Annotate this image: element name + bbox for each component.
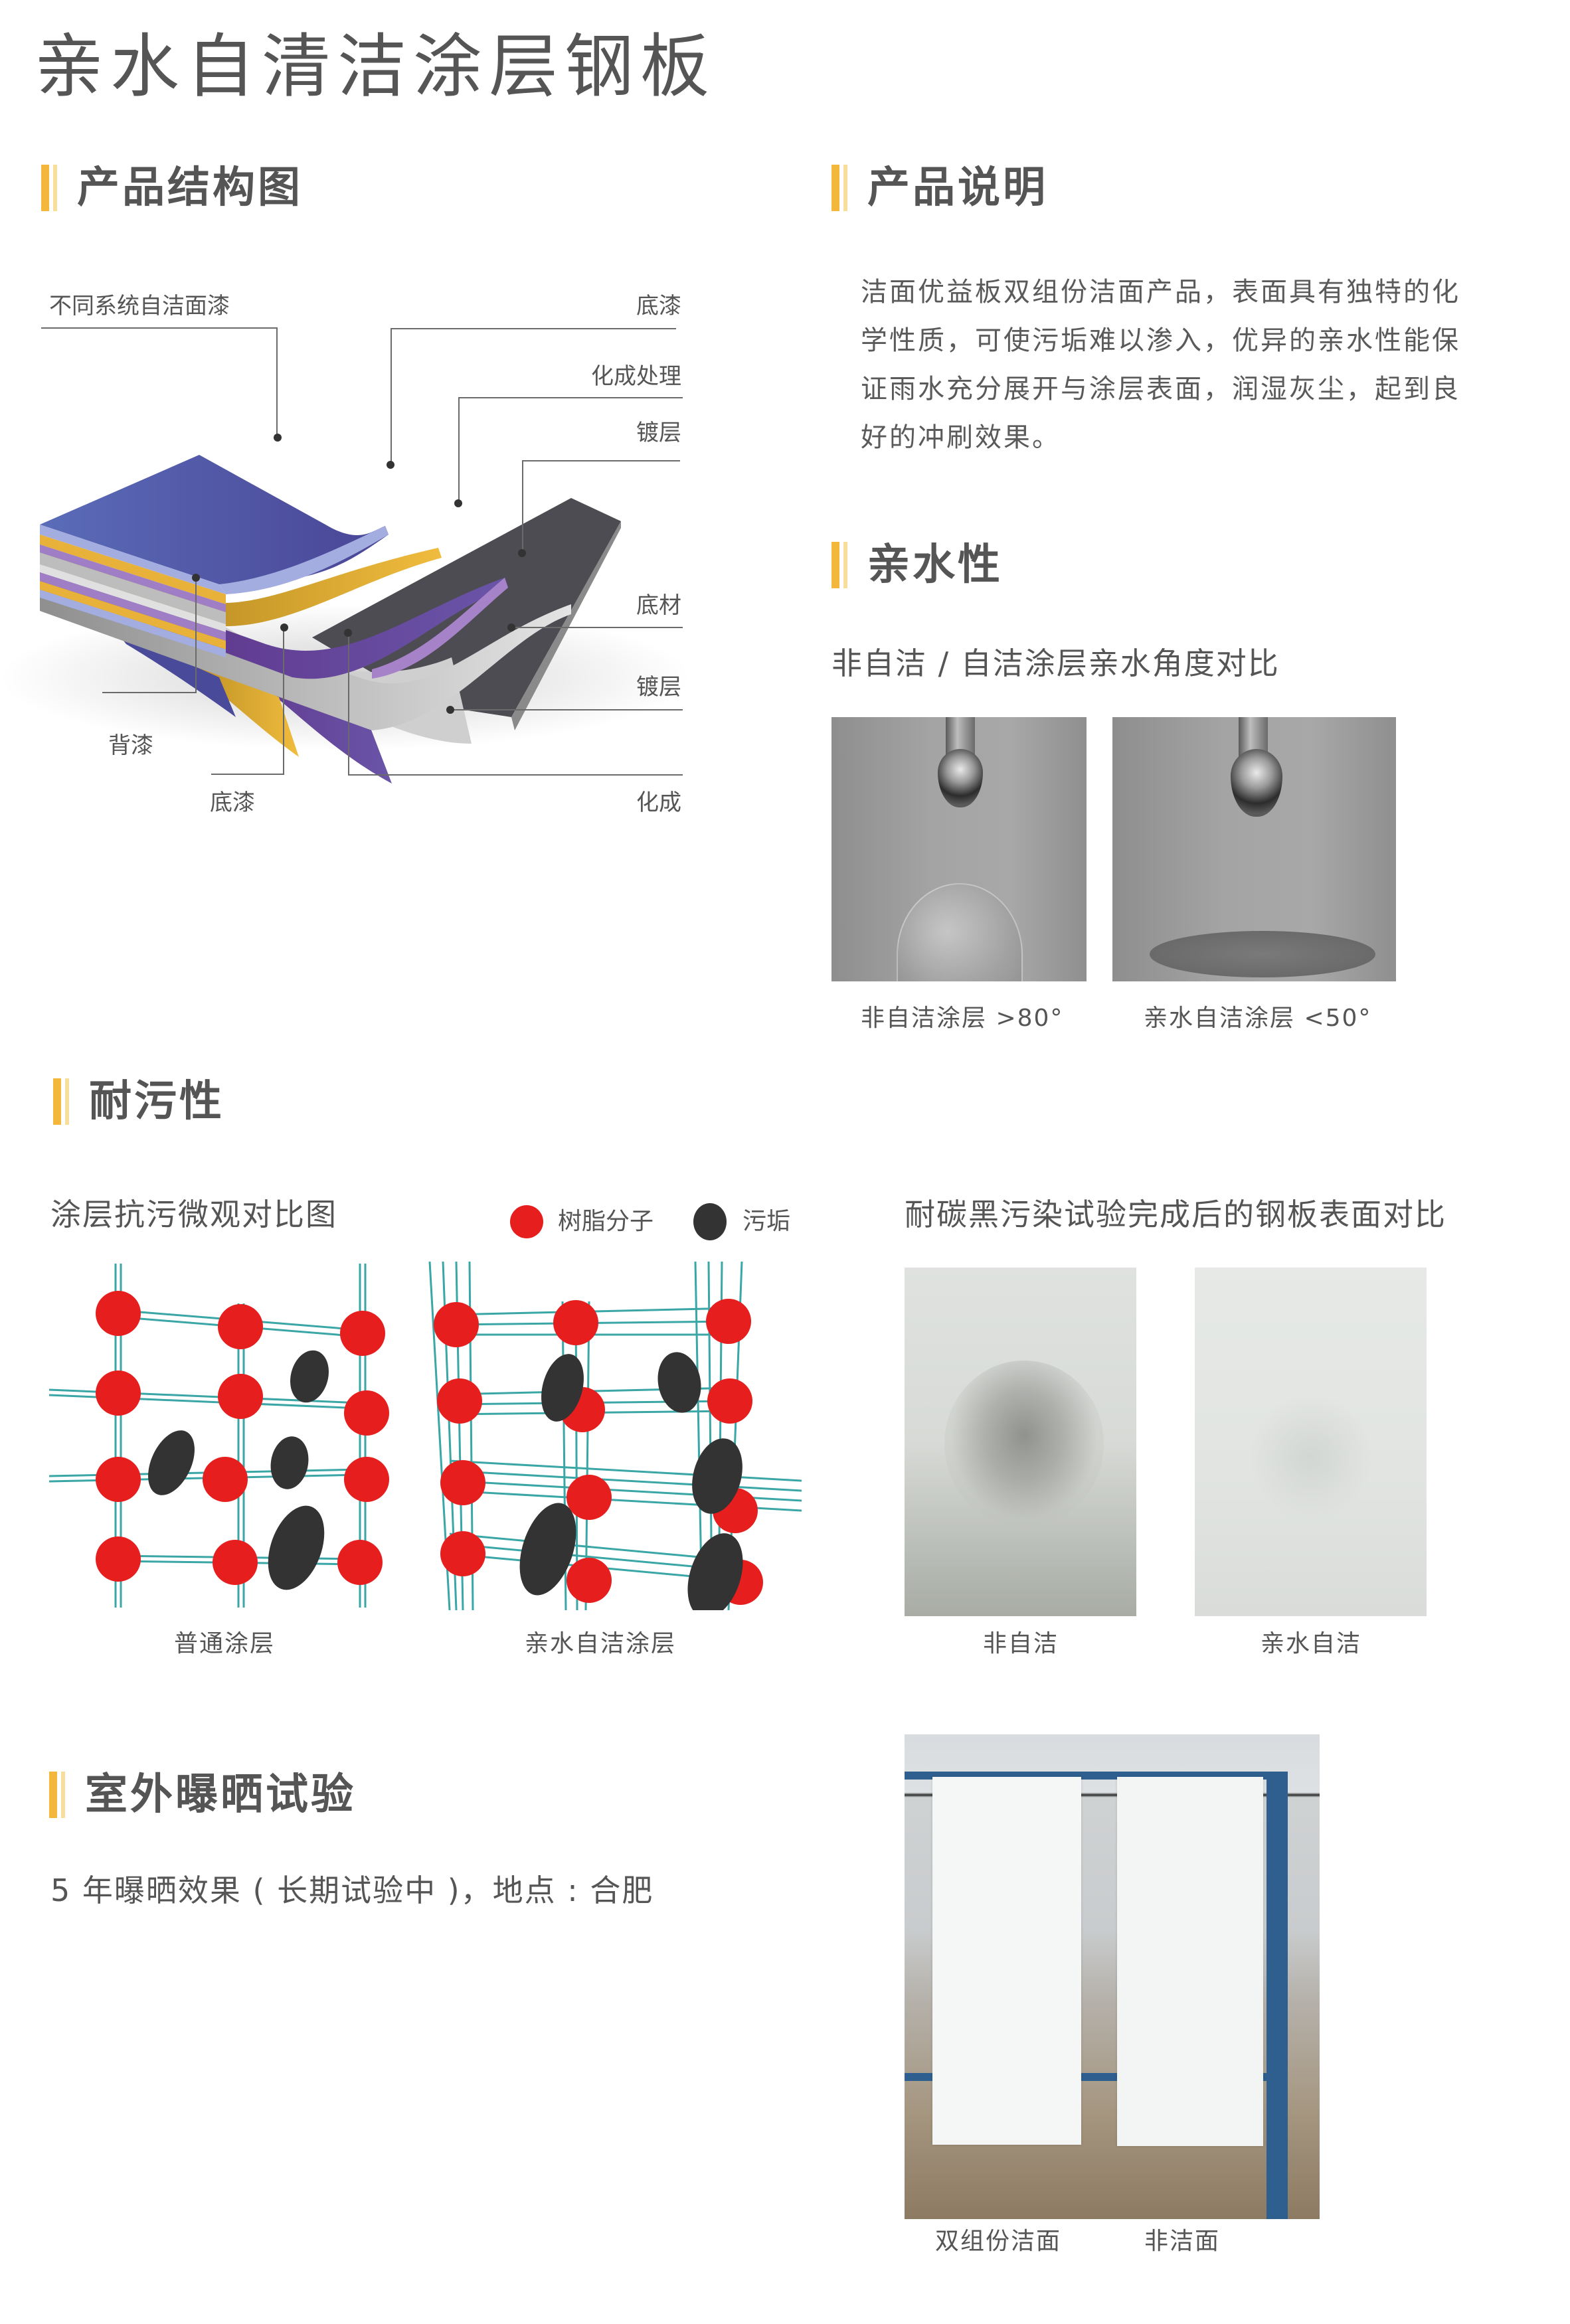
leader-line-plating-bottom <box>450 709 683 710</box>
marker-dot-icon <box>344 629 352 637</box>
leader-line-plating-top <box>522 460 680 553</box>
accent-bar-icon <box>831 165 850 211</box>
sessile-drop-flat-icon <box>1150 931 1375 977</box>
section-header-structure: 产品结构图 <box>41 165 303 211</box>
marker-dot-icon <box>518 549 526 557</box>
section-title-description: 产品说明 <box>867 163 1048 212</box>
caption-hydrophilic-angle: 亲水自洁涂层 <50° <box>1144 1005 1372 1032</box>
section-title-structure: 产品结构图 <box>77 163 303 212</box>
contact-angle-photo-non-self-clean <box>831 717 1087 981</box>
section-header-stain-resistance: 耐污性 <box>53 1078 224 1125</box>
layer-structure-diagram: 不同系统自洁面漆 底漆 化成处理 镀层 底材 镀层 化成 背漆 底漆 <box>0 266 731 863</box>
section-header-hydrophilic: 亲水性 <box>831 542 1003 588</box>
contact-angle-photo-hydrophilic <box>1112 717 1396 981</box>
description-line: 洁面优益板双组份洁面产品，表面具有独特的化 <box>861 277 1460 307</box>
label-plating-top: 镀层 <box>636 420 681 446</box>
label-plating-bottom: 镀层 <box>636 674 681 701</box>
label-primer-bottom: 底漆 <box>210 789 255 816</box>
hydrophilic-coating-network-illustration <box>428 1261 802 1618</box>
marker-dot-icon <box>454 499 462 507</box>
description-line: 好的冲刷效果。 <box>861 422 1061 453</box>
description-line: 学性质，可使污垢难以渗入，优异的亲水性能保 <box>861 325 1460 356</box>
label-chem-treatment: 化成处理 <box>591 363 681 390</box>
marker-dot-icon <box>507 623 515 631</box>
micro-diagram-title: 涂层抗污微观对比图 <box>50 1197 337 1232</box>
legend-label-resin: 树脂分子 <box>558 1208 654 1235</box>
dirt-legend-icon <box>693 1203 727 1240</box>
description-paragraph: 洁面优益板双组份洁面产品，表面具有独特的化 学性质，可使污垢难以渗入，优异的亲水… <box>861 268 1525 462</box>
outdoor-subtitle: 5 年曝晒效果 ( 长期试验中 )，地点 : 合肥 <box>50 1872 654 1908</box>
caption-carbon-hydrophilic: 亲水自洁 <box>1261 1630 1362 1657</box>
carbon-test-photo-non-self-clean <box>905 1268 1136 1616</box>
legend: 树脂分子 污垢 <box>510 1203 790 1240</box>
marker-dot-icon <box>274 434 282 442</box>
accent-bar-icon <box>49 1772 68 1818</box>
label-top-coat: 不同系统自洁面漆 <box>49 293 230 319</box>
label-chem-bottom: 化成 <box>636 789 681 816</box>
layer-stack-illustration <box>0 455 691 784</box>
carbon-test-photo-hydrophilic <box>1195 1268 1427 1616</box>
marker-dot-icon <box>280 623 288 631</box>
carbon-stain-icon <box>944 1361 1104 1527</box>
marker-dot-icon <box>192 574 200 582</box>
section-title-hydrophilic: 亲水性 <box>867 540 1003 590</box>
legend-label-dirt: 污垢 <box>742 1208 791 1235</box>
caption-hydrophilic-coating: 亲水自洁涂层 <box>525 1630 677 1657</box>
caption-non-clean: 非洁面 <box>1144 2228 1221 2255</box>
test-panel-two-component <box>932 1777 1081 2145</box>
caption-non-self-clean-angle: 非自洁涂层 >80° <box>861 1005 1064 1032</box>
accent-bar-icon <box>53 1078 72 1125</box>
pendant-drop-icon <box>938 749 983 807</box>
label-substrate: 底材 <box>636 592 681 619</box>
micro-diagram-ordinary <box>48 1264 397 1608</box>
caption-carbon-non-self-clean: 非自洁 <box>983 1630 1059 1657</box>
micro-diagram-hydrophilic <box>423 1261 802 1618</box>
sessile-drop-icon <box>897 883 1023 981</box>
leader-line-back-coat-v <box>195 578 197 692</box>
marker-dot-icon <box>387 461 394 469</box>
faint-stain-icon <box>1248 1394 1374 1520</box>
leader-line-back-coat-h <box>102 692 197 693</box>
section-header-description: 产品说明 <box>831 165 1048 211</box>
accent-bar-icon <box>831 542 850 588</box>
carbon-test-title: 耐碳黑污染试验完成后的钢板表面对比 <box>905 1197 1446 1232</box>
outdoor-exposure-photo <box>905 1734 1320 2219</box>
leader-line-chem-treatment <box>458 397 683 503</box>
ordinary-coating-network-illustration <box>48 1264 389 1608</box>
caption-two-component: 双组份洁面 <box>935 2228 1062 2255</box>
pendant-drop-icon <box>1231 749 1282 817</box>
resin-molecule-legend-icon <box>510 1205 543 1238</box>
section-title-stain-resistance: 耐污性 <box>89 1077 224 1126</box>
page-title: 亲水自清洁涂层钢板 <box>35 26 717 107</box>
test-panel-non-clean <box>1117 1777 1263 2146</box>
label-back-coat: 背漆 <box>108 732 153 759</box>
accent-bar-icon <box>41 165 60 211</box>
leader-line-chem-bottom <box>348 633 683 776</box>
leader-line-top-coat <box>41 327 278 439</box>
leader-line-primer-top <box>391 328 676 465</box>
label-primer-top: 底漆 <box>636 293 681 319</box>
hydrophilic-subtitle: 非自洁 / 自洁涂层亲水角度对比 <box>831 645 1280 681</box>
leader-line-substrate <box>511 627 683 628</box>
section-header-outdoor: 室外曝晒试验 <box>49 1772 356 1818</box>
section-title-outdoor: 室外曝晒试验 <box>85 1770 356 1819</box>
leader-line-primer-bottom <box>211 627 284 775</box>
rack-post <box>1266 1772 1288 2219</box>
marker-dot-icon <box>446 706 454 714</box>
description-line: 证雨水充分展开与涂层表面，润湿灰尘，起到良 <box>861 374 1460 404</box>
caption-ordinary-coating: 普通涂层 <box>174 1630 276 1657</box>
